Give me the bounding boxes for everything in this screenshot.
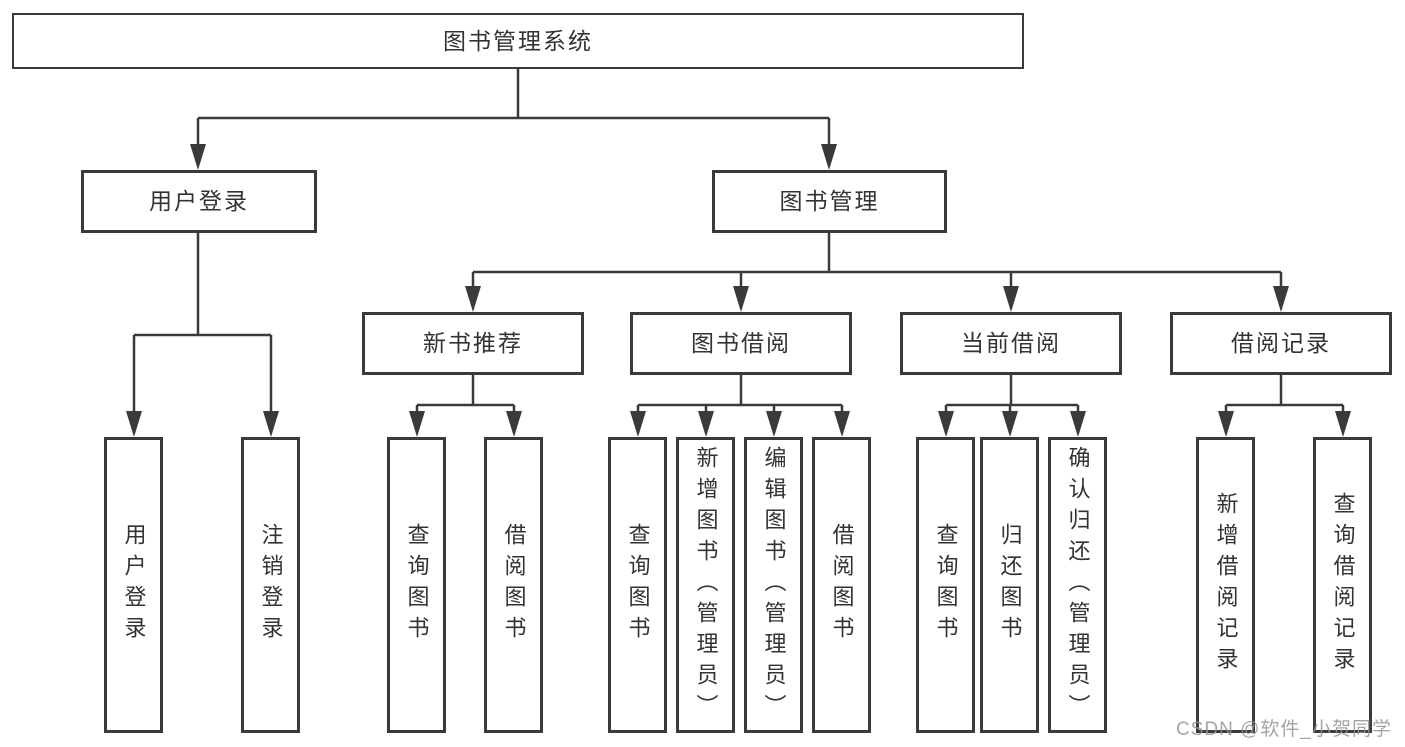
node-leaf-borrow-books-borrowing: 借阅图书 xyxy=(812,437,871,733)
node-leaf-borrow-books-borrowing-label: 借阅图书 xyxy=(829,523,855,647)
node-book-borrowing: 图书借阅 xyxy=(630,312,852,375)
node-current-borrowing-label: 当前借阅 xyxy=(961,330,1061,356)
arrowhead xyxy=(190,144,206,170)
node-borrowing-records: 借阅记录 xyxy=(1170,312,1392,375)
arrowhead xyxy=(698,411,714,437)
arrowhead xyxy=(630,411,646,437)
node-book-borrowing-label: 图书借阅 xyxy=(691,330,791,356)
node-leaf-add-borrow-record-label: 新增借阅记录 xyxy=(1213,492,1239,678)
arrowhead xyxy=(821,144,837,170)
arrowhead xyxy=(409,411,425,437)
node-leaf-add-books-admin-label: 新增图书（管理员） xyxy=(693,445,719,725)
arrowhead xyxy=(766,411,782,437)
arrowhead xyxy=(506,411,522,437)
node-user-login-label: 用户登录 xyxy=(149,188,249,214)
node-book-management-label: 图书管理 xyxy=(779,188,880,214)
node-leaf-edit-books-admin: 编辑图书（管理员） xyxy=(744,437,803,733)
node-leaf-query-books-current-label: 查询图书 xyxy=(933,523,959,647)
connector-borrow-records-to-leaves xyxy=(1224,375,1345,433)
node-leaf-logout-label: 注销登录 xyxy=(258,523,284,647)
node-leaf-query-borrow-record-label: 查询借阅记录 xyxy=(1330,492,1356,678)
arrowhead xyxy=(1070,411,1086,437)
node-library-management-system: 图书管理系统 xyxy=(12,13,1024,69)
node-new-book-recommend-label: 新书推荐 xyxy=(423,330,523,356)
node-current-borrowing: 当前借阅 xyxy=(900,312,1122,375)
node-leaf-user-login-label: 用户登录 xyxy=(121,523,147,647)
node-borrowing-records-label: 借阅记录 xyxy=(1231,330,1331,356)
arrowhead xyxy=(263,411,279,437)
node-library-management-system-label: 图书管理系统 xyxy=(443,27,593,54)
arrowhead xyxy=(938,411,954,437)
arrowhead xyxy=(1273,286,1289,312)
arrowhead xyxy=(465,286,481,312)
arrowhead xyxy=(1003,286,1019,312)
node-new-book-recommend: 新书推荐 xyxy=(362,312,584,375)
node-leaf-confirm-return-admin: 确认归还（管理员） xyxy=(1048,437,1107,733)
node-leaf-edit-books-admin-label: 编辑图书（管理员） xyxy=(761,445,787,725)
node-leaf-user-login: 用户登录 xyxy=(104,437,163,733)
arrowhead xyxy=(733,286,749,312)
connector-book-borrow-to-leaves xyxy=(636,375,844,433)
node-leaf-borrow-books-recommend-label: 借阅图书 xyxy=(501,523,527,647)
connector-root-to-level2 xyxy=(196,69,831,166)
node-leaf-query-books-borrowing: 查询图书 xyxy=(608,437,667,733)
arrowhead xyxy=(834,411,850,437)
arrowhead xyxy=(1335,411,1351,437)
node-leaf-confirm-return-admin-label: 确认归还（管理员） xyxy=(1065,445,1091,725)
node-leaf-add-borrow-record: 新增借阅记录 xyxy=(1196,437,1255,733)
node-leaf-query-books-recommend-label: 查询图书 xyxy=(404,523,430,647)
arrowhead xyxy=(1002,411,1018,437)
node-leaf-query-borrow-record: 查询借阅记录 xyxy=(1313,437,1372,733)
node-book-management: 图书管理 xyxy=(712,170,947,233)
node-leaf-query-books-current: 查询图书 xyxy=(916,437,975,733)
node-leaf-logout: 注销登录 xyxy=(241,437,300,733)
arrowhead xyxy=(1218,411,1234,437)
node-leaf-query-books-recommend: 查询图书 xyxy=(387,437,446,733)
node-user-login: 用户登录 xyxy=(81,170,317,233)
node-leaf-return-books-label: 归还图书 xyxy=(997,523,1023,647)
node-leaf-query-books-borrowing-label: 查询图书 xyxy=(625,523,651,647)
connector-book-mgmt-to-level3 xyxy=(471,233,1283,308)
node-leaf-return-books: 归还图书 xyxy=(980,437,1039,733)
connector-user-login-to-leaves xyxy=(132,233,273,433)
node-leaf-borrow-books-recommend: 借阅图书 xyxy=(484,437,543,733)
connector-new-book-rec-to-leaves xyxy=(415,375,516,433)
node-leaf-add-books-admin: 新增图书（管理员） xyxy=(676,437,735,733)
arrowhead xyxy=(126,411,142,437)
